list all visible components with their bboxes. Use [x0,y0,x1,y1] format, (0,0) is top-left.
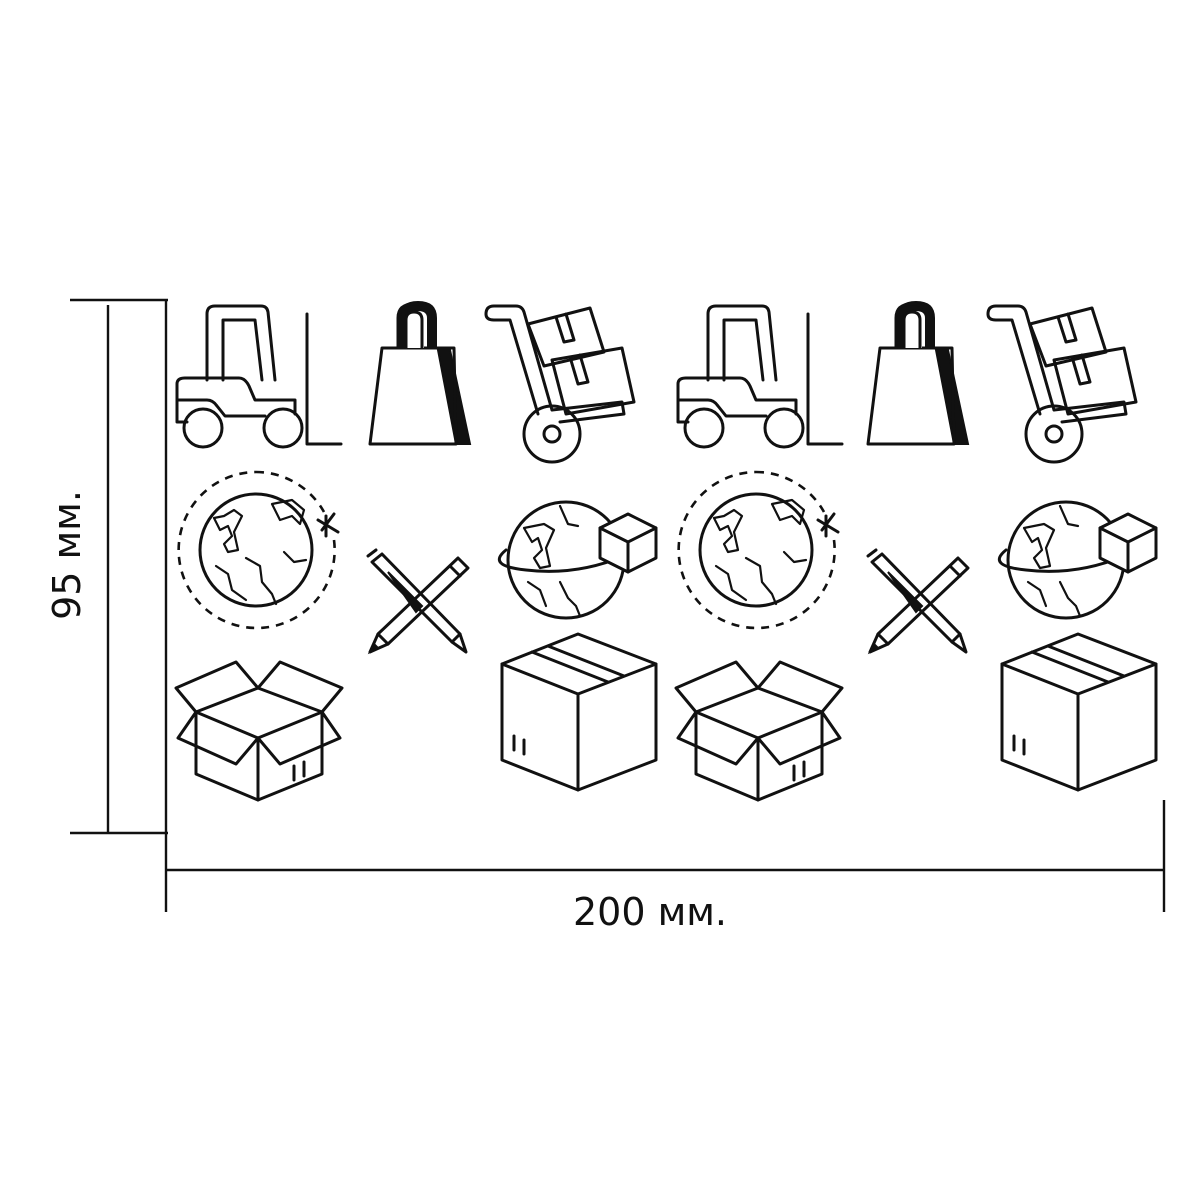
pen-pencil-icon [866,548,970,654]
open-box-icon [674,660,844,802]
shopping-bag-icon [368,300,472,446]
hand-truck-icon [484,304,636,464]
icon-grid [174,300,1158,802]
width-dimension: 200 мм. [164,800,1166,934]
forklift-icon [175,304,343,449]
closed-box-icon [500,632,658,792]
globe-plane-icon [677,470,840,630]
pen-pencil-icon [366,548,470,654]
globe-box-icon [997,500,1158,620]
width-dimension-label: 200 мм. [573,890,727,934]
open-box-icon [174,660,344,802]
globe-box-icon [497,500,658,620]
shopping-bag-icon [866,300,970,446]
hand-truck-icon [986,304,1138,464]
height-dimension-label: 95 мм. [45,490,89,620]
closed-box-icon [1000,632,1158,792]
height-dimension: 95 мм. [45,298,168,835]
forklift-icon [676,304,844,449]
globe-plane-icon [177,470,340,630]
